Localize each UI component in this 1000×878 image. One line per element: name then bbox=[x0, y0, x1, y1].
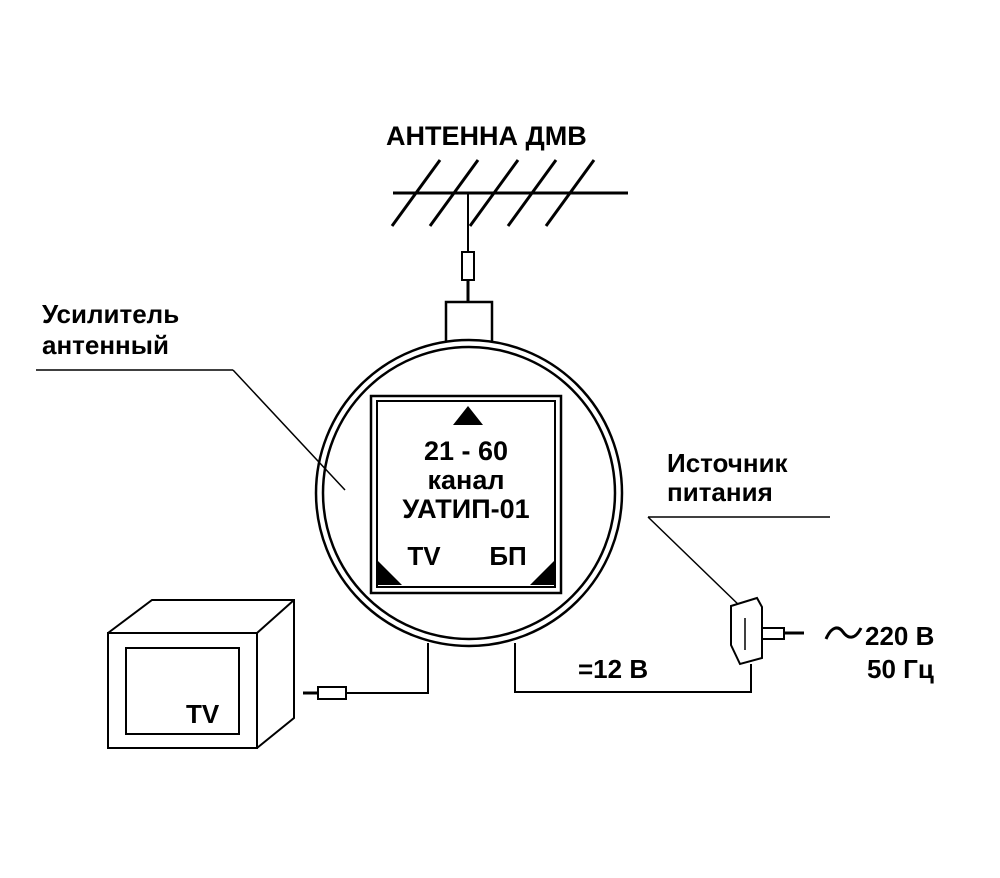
amplifier: 21 - 60 канал УАТИП-01 TV БП bbox=[314, 300, 624, 648]
amplifier-label-line1: Усилитель bbox=[42, 299, 179, 329]
amplifier-leader-line bbox=[232, 369, 346, 491]
psu-leader-line bbox=[647, 516, 743, 609]
tv-screen bbox=[125, 647, 240, 735]
tv-port-arrow-icon bbox=[378, 561, 402, 585]
tv-set: TV bbox=[107, 599, 295, 749]
psu-port-label: БП bbox=[489, 541, 526, 571]
mains-plug bbox=[761, 627, 785, 640]
dc-output-label: =12 В bbox=[578, 654, 648, 684]
ac-tilde-icon bbox=[824, 626, 863, 640]
antenna-elements bbox=[390, 159, 596, 227]
amplifier-panel-outer bbox=[369, 394, 563, 595]
antenna-plug bbox=[461, 251, 475, 281]
tv-cabinet-edge bbox=[256, 599, 295, 634]
ac-voltage: 220 В bbox=[865, 621, 934, 651]
antenna-label: АНТЕННА ДМВ bbox=[386, 121, 587, 151]
tv-cable bbox=[346, 643, 429, 694]
psu-port-arrow-icon bbox=[530, 561, 554, 585]
antenna: АНТЕННА ДМВ bbox=[386, 121, 628, 302]
input-arrow-icon bbox=[453, 406, 483, 425]
psu-label-line1: Источник bbox=[667, 448, 789, 478]
tv-front bbox=[107, 632, 258, 749]
power-adapter-body bbox=[730, 596, 763, 666]
amplifier-body-inner bbox=[321, 345, 617, 641]
amplifier-callout: Усилитель антенный bbox=[36, 299, 346, 491]
amplifier-panel-inner bbox=[376, 400, 556, 588]
dc-power-cable bbox=[514, 643, 752, 693]
tv-port-label: TV bbox=[407, 541, 441, 571]
amplifier-model: УАТИП-01 bbox=[402, 494, 529, 524]
psu-label-line2: питания bbox=[667, 477, 773, 507]
power-supply: Источник питания 220 В 50 Гц =12 В bbox=[578, 448, 934, 684]
channel-unit: канал bbox=[427, 465, 504, 495]
ac-frequency: 50 Гц bbox=[867, 654, 934, 684]
tv-plug bbox=[317, 686, 347, 700]
tv-label: TV bbox=[186, 699, 220, 729]
channel-range: 21 - 60 bbox=[424, 436, 508, 466]
amplifier-label-line2: антенный bbox=[42, 330, 169, 360]
